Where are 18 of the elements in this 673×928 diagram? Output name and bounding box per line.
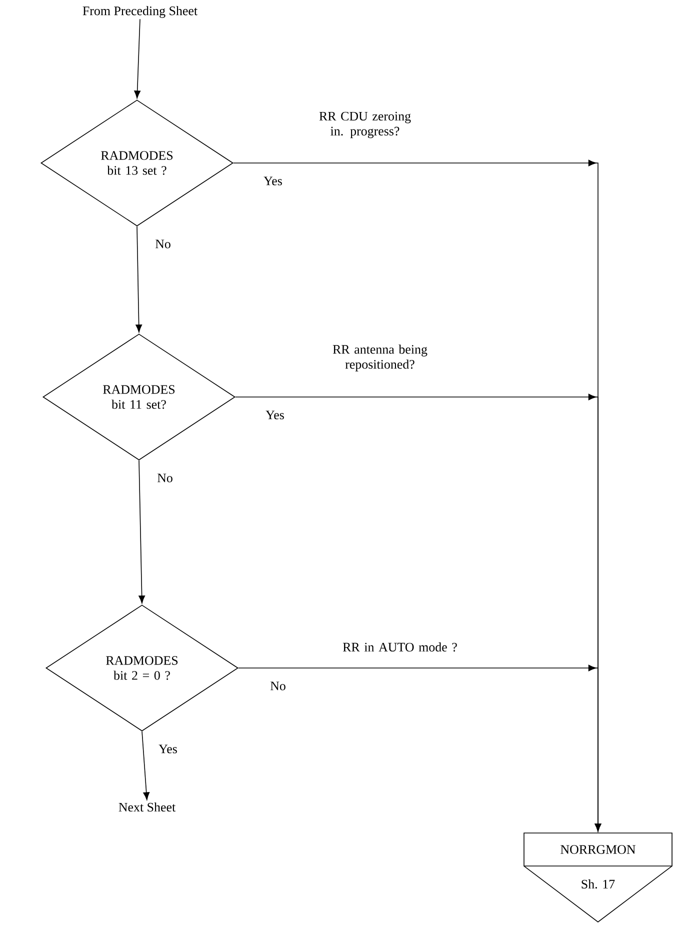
edge-label: Yes [158, 744, 177, 754]
arrow [138, 460, 145, 604]
node-label: Sh. 17 [582, 879, 615, 889]
arrow [142, 731, 150, 800]
edge-label: Yes [264, 176, 282, 186]
question-text: RR antenna being repositioned? [332, 344, 428, 372]
edge-label: No [155, 240, 170, 248]
question-text: RR in AUTO mode ? [342, 642, 457, 652]
arrow [134, 18, 140, 98]
sheet-reference-text: From Preceding Sheet [82, 6, 198, 18]
sheet-reference-text: Next Sheet [118, 802, 176, 812]
edge-label: No [157, 474, 172, 482]
edge-label: Yes [266, 410, 284, 420]
question-text: RR CDU zeroing in. progress? [319, 112, 411, 138]
off-page-connector: NORRGMON Sh. 17 [524, 832, 672, 922]
arrow [238, 664, 602, 832]
arrow [136, 226, 142, 332]
edge-label: No [270, 682, 286, 690]
